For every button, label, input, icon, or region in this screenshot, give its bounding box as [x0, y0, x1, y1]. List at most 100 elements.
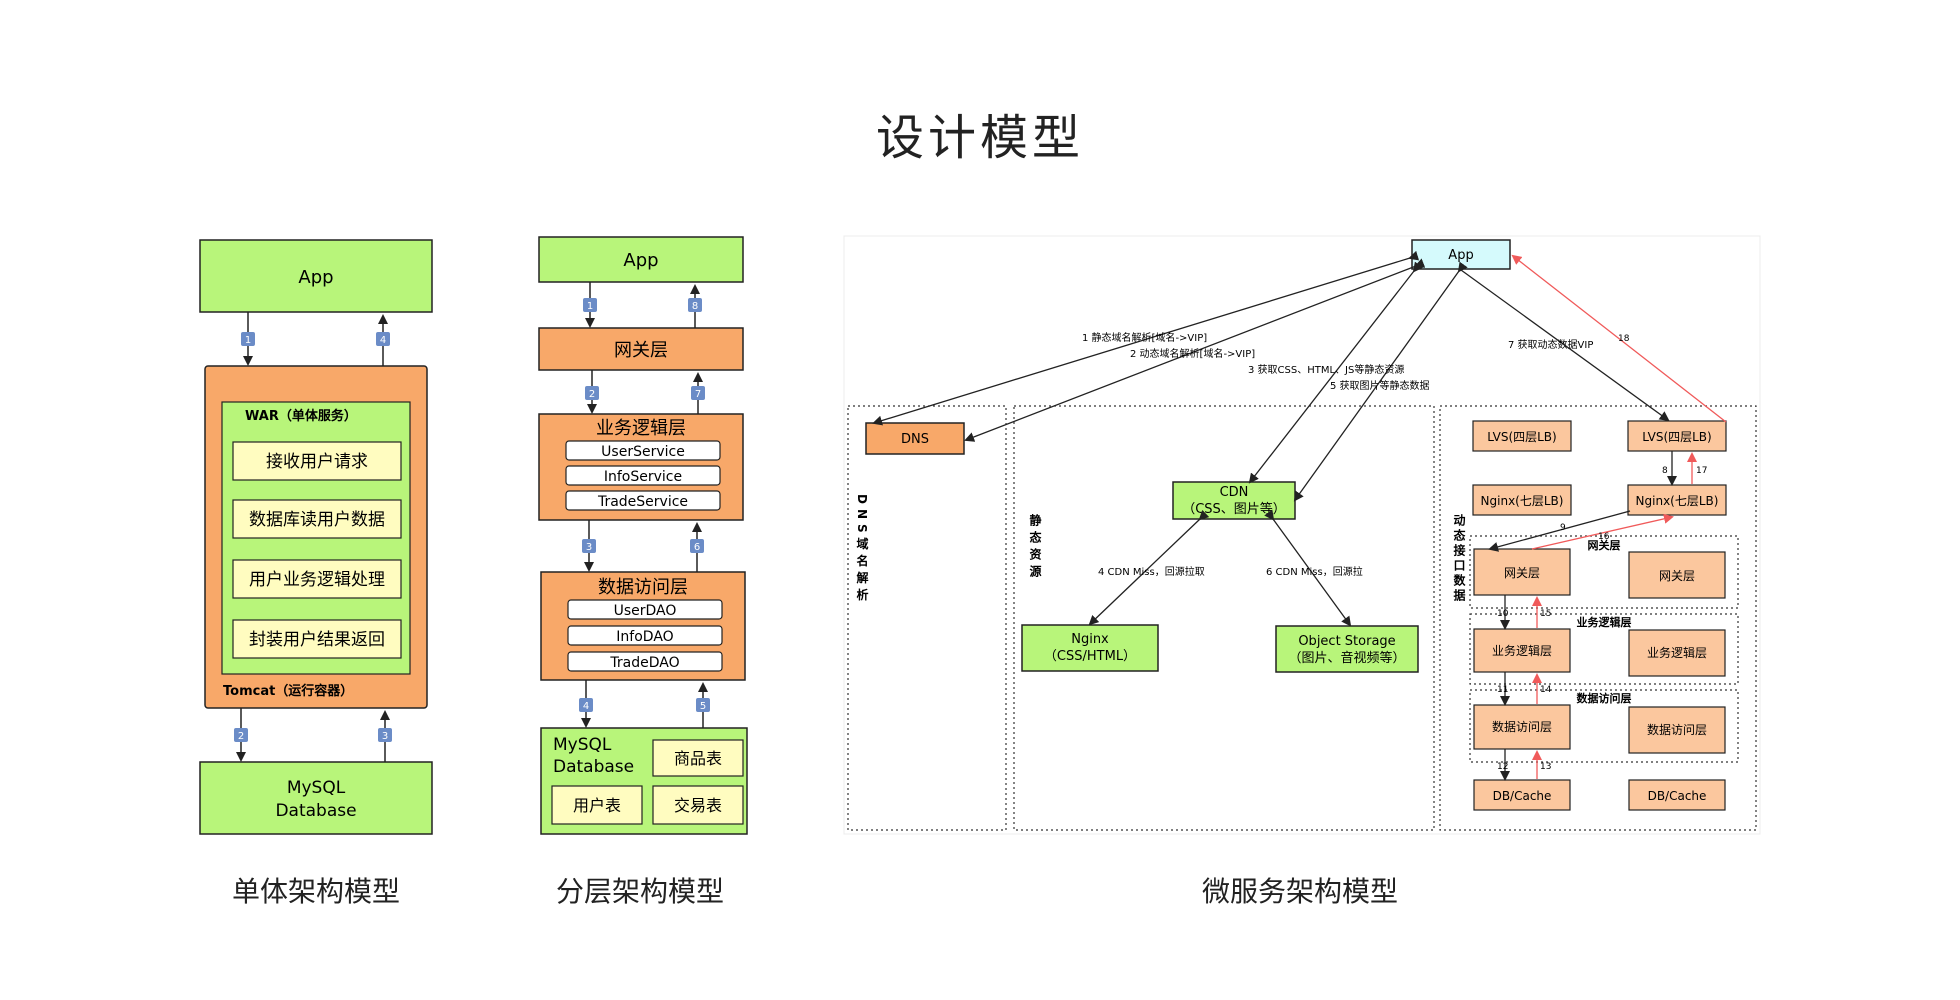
dns-label: DNS: [901, 432, 929, 447]
edge-6: [1264, 509, 1352, 627]
dns-region-label: DNS域名解析: [855, 494, 869, 606]
layer-service-2-box: [565, 465, 721, 486]
layer-table-3-box: [652, 785, 744, 825]
layer-service-1: UserService: [601, 444, 685, 460]
edge-6-label: 6 CDN Miss，回源拉: [1266, 565, 1363, 578]
edge-16: [1531, 513, 1674, 550]
layer-biz-label: 业务逻辑层: [596, 418, 686, 439]
edge-9-label: 9: [1560, 523, 1566, 533]
caption-layered: 分层架构模型: [555, 875, 724, 908]
layer-service-2: InfoService: [604, 469, 682, 485]
caption-micro: 微服务架构模型: [1201, 875, 1398, 908]
mono-app-label: App: [298, 267, 333, 288]
layer-table-2: 用户表: [573, 796, 621, 815]
edge-18: [1511, 254, 1727, 423]
object-storage-label-1: Object Storage: [1298, 634, 1395, 649]
nginx7-box-1: [1472, 484, 1572, 516]
layer-service-1-box: [565, 440, 721, 461]
mono-step-2: 数据库读用户数据: [249, 510, 385, 530]
layer-service-3: TradeService: [597, 494, 688, 510]
layer-db-label-2: Database: [553, 757, 634, 777]
biz-box-1: [1473, 628, 1571, 673]
dao-box-2: [1628, 706, 1726, 754]
mono-db-label-1: MySQL: [287, 778, 346, 798]
mono-step-3: 用户业务逻辑处理: [249, 570, 385, 590]
edge-5-label: 5 获取图片等静态数据: [1330, 379, 1430, 392]
dao-group-label: 数据访问层: [1577, 691, 1632, 705]
db-label-1: DB/Cache: [1493, 789, 1552, 803]
gateway-group-label: 网关层: [1588, 538, 1621, 552]
micro-app-label: App: [1448, 248, 1473, 263]
edge-13-label: 13: [1540, 762, 1551, 772]
edge-4: [1088, 509, 1210, 626]
monolith-diagram: App 1 4 WAR（单体服务） 接收用户请求 数据库读用户数据 用户业务逻辑…: [199, 239, 433, 835]
nginx7-box-2: [1627, 484, 1727, 516]
mono-badge-4-bg: [376, 332, 390, 346]
edge-7-label: 7 获取动态数据VIP: [1508, 338, 1593, 351]
nginx-static-label-2: （CSS/HTML）: [1044, 649, 1136, 664]
mono-db-box: [199, 761, 433, 835]
caption-monolith: 单体架构模型: [231, 875, 400, 908]
static-region: [1013, 405, 1435, 831]
dns-box: [865, 422, 965, 455]
edge-7: [1460, 269, 1670, 422]
edge-14-label: 14: [1540, 685, 1552, 695]
mono-badge-1-bg: [241, 332, 255, 346]
mono-step-2-box: [232, 499, 402, 539]
edge-4-label: 4 CDN Miss，回源拉取: [1098, 565, 1205, 578]
biz-box-2: [1628, 629, 1726, 677]
lvs-box-2: [1627, 420, 1727, 452]
dao-label-2: 数据访问层: [1647, 722, 1707, 737]
static-region-label: 静态资源: [1028, 513, 1042, 582]
layer-gateway-label: 网关层: [614, 340, 668, 361]
layer-badge-6: 6: [694, 542, 700, 553]
edge-2-label: 2 动态域名解析[域名->VIP]: [1130, 347, 1255, 360]
cdn-label-2: （CSS、图片等）: [1182, 501, 1286, 517]
layer-dao-1-box: [567, 599, 723, 620]
layer-badge-7: 7: [695, 389, 701, 400]
mono-step-1: 接收用户请求: [266, 452, 368, 472]
dynamic-region-label: 动态接口数据: [1452, 514, 1466, 604]
layer-badge-5: 5: [700, 701, 706, 712]
layer-service-3-box: [565, 490, 721, 511]
edge-9: [1488, 510, 1631, 552]
layer-db-label-1: MySQL: [553, 735, 612, 755]
edge-8-label: 8: [1662, 466, 1668, 476]
edge-18-label: 18: [1618, 334, 1630, 344]
layer-dao-2: InfoDAO: [616, 629, 673, 645]
gateway-box-2: [1628, 551, 1726, 599]
db-box-1: [1473, 779, 1571, 811]
layer-badge-1: 1: [587, 301, 593, 312]
edge-5: [1293, 261, 1468, 502]
layer-badge-2: 2: [589, 389, 595, 400]
mono-db-label-2: Database: [275, 801, 356, 821]
nginx7-label-1: Nginx(七层LB): [1481, 494, 1564, 508]
page-title: 设计模型: [875, 110, 1084, 166]
dns-region: [847, 405, 1007, 831]
layer-dao-3: TradeDAO: [609, 655, 679, 671]
edge-15-label: 15: [1540, 609, 1551, 619]
mono-badge-2: 2: [238, 731, 244, 742]
gateway-label-1: 网关层: [1504, 566, 1540, 580]
edge-10-label: 10: [1497, 609, 1509, 619]
mono-badge-3: 3: [382, 731, 388, 742]
edge-12-label: 12: [1497, 762, 1508, 772]
nginx-static-label-1: Nginx: [1071, 632, 1109, 647]
lvs-label-1: LVS(四层LB): [1487, 430, 1556, 444]
layer-dao-1: UserDAO: [614, 603, 677, 619]
biz-group-label: 业务逻辑层: [1577, 615, 1632, 629]
layer-badge-4: 4: [583, 701, 589, 712]
lvs-box-1: [1472, 420, 1572, 452]
layer-dao-label: 数据访问层: [598, 577, 688, 598]
db-label-2: DB/Cache: [1648, 789, 1707, 803]
gateway-label-2: 网关层: [1659, 569, 1695, 583]
edge-16-label: 16: [1598, 532, 1610, 542]
micro-diagram: DNS域名解析 静态资源 动态接口数据 App DNS CDN （CSS、图片等…: [843, 235, 1761, 835]
dao-label-1: 数据访问层: [1492, 719, 1552, 734]
biz-label-2: 业务逻辑层: [1647, 645, 1707, 660]
nginx7-label-2: Nginx(七层LB): [1636, 494, 1719, 508]
edge-11-label: 11: [1497, 685, 1508, 695]
layer-app-label: App: [623, 250, 658, 271]
mono-badge-3-bg: [378, 728, 392, 742]
mono-step-4: 封装用户结果返回: [249, 630, 385, 650]
